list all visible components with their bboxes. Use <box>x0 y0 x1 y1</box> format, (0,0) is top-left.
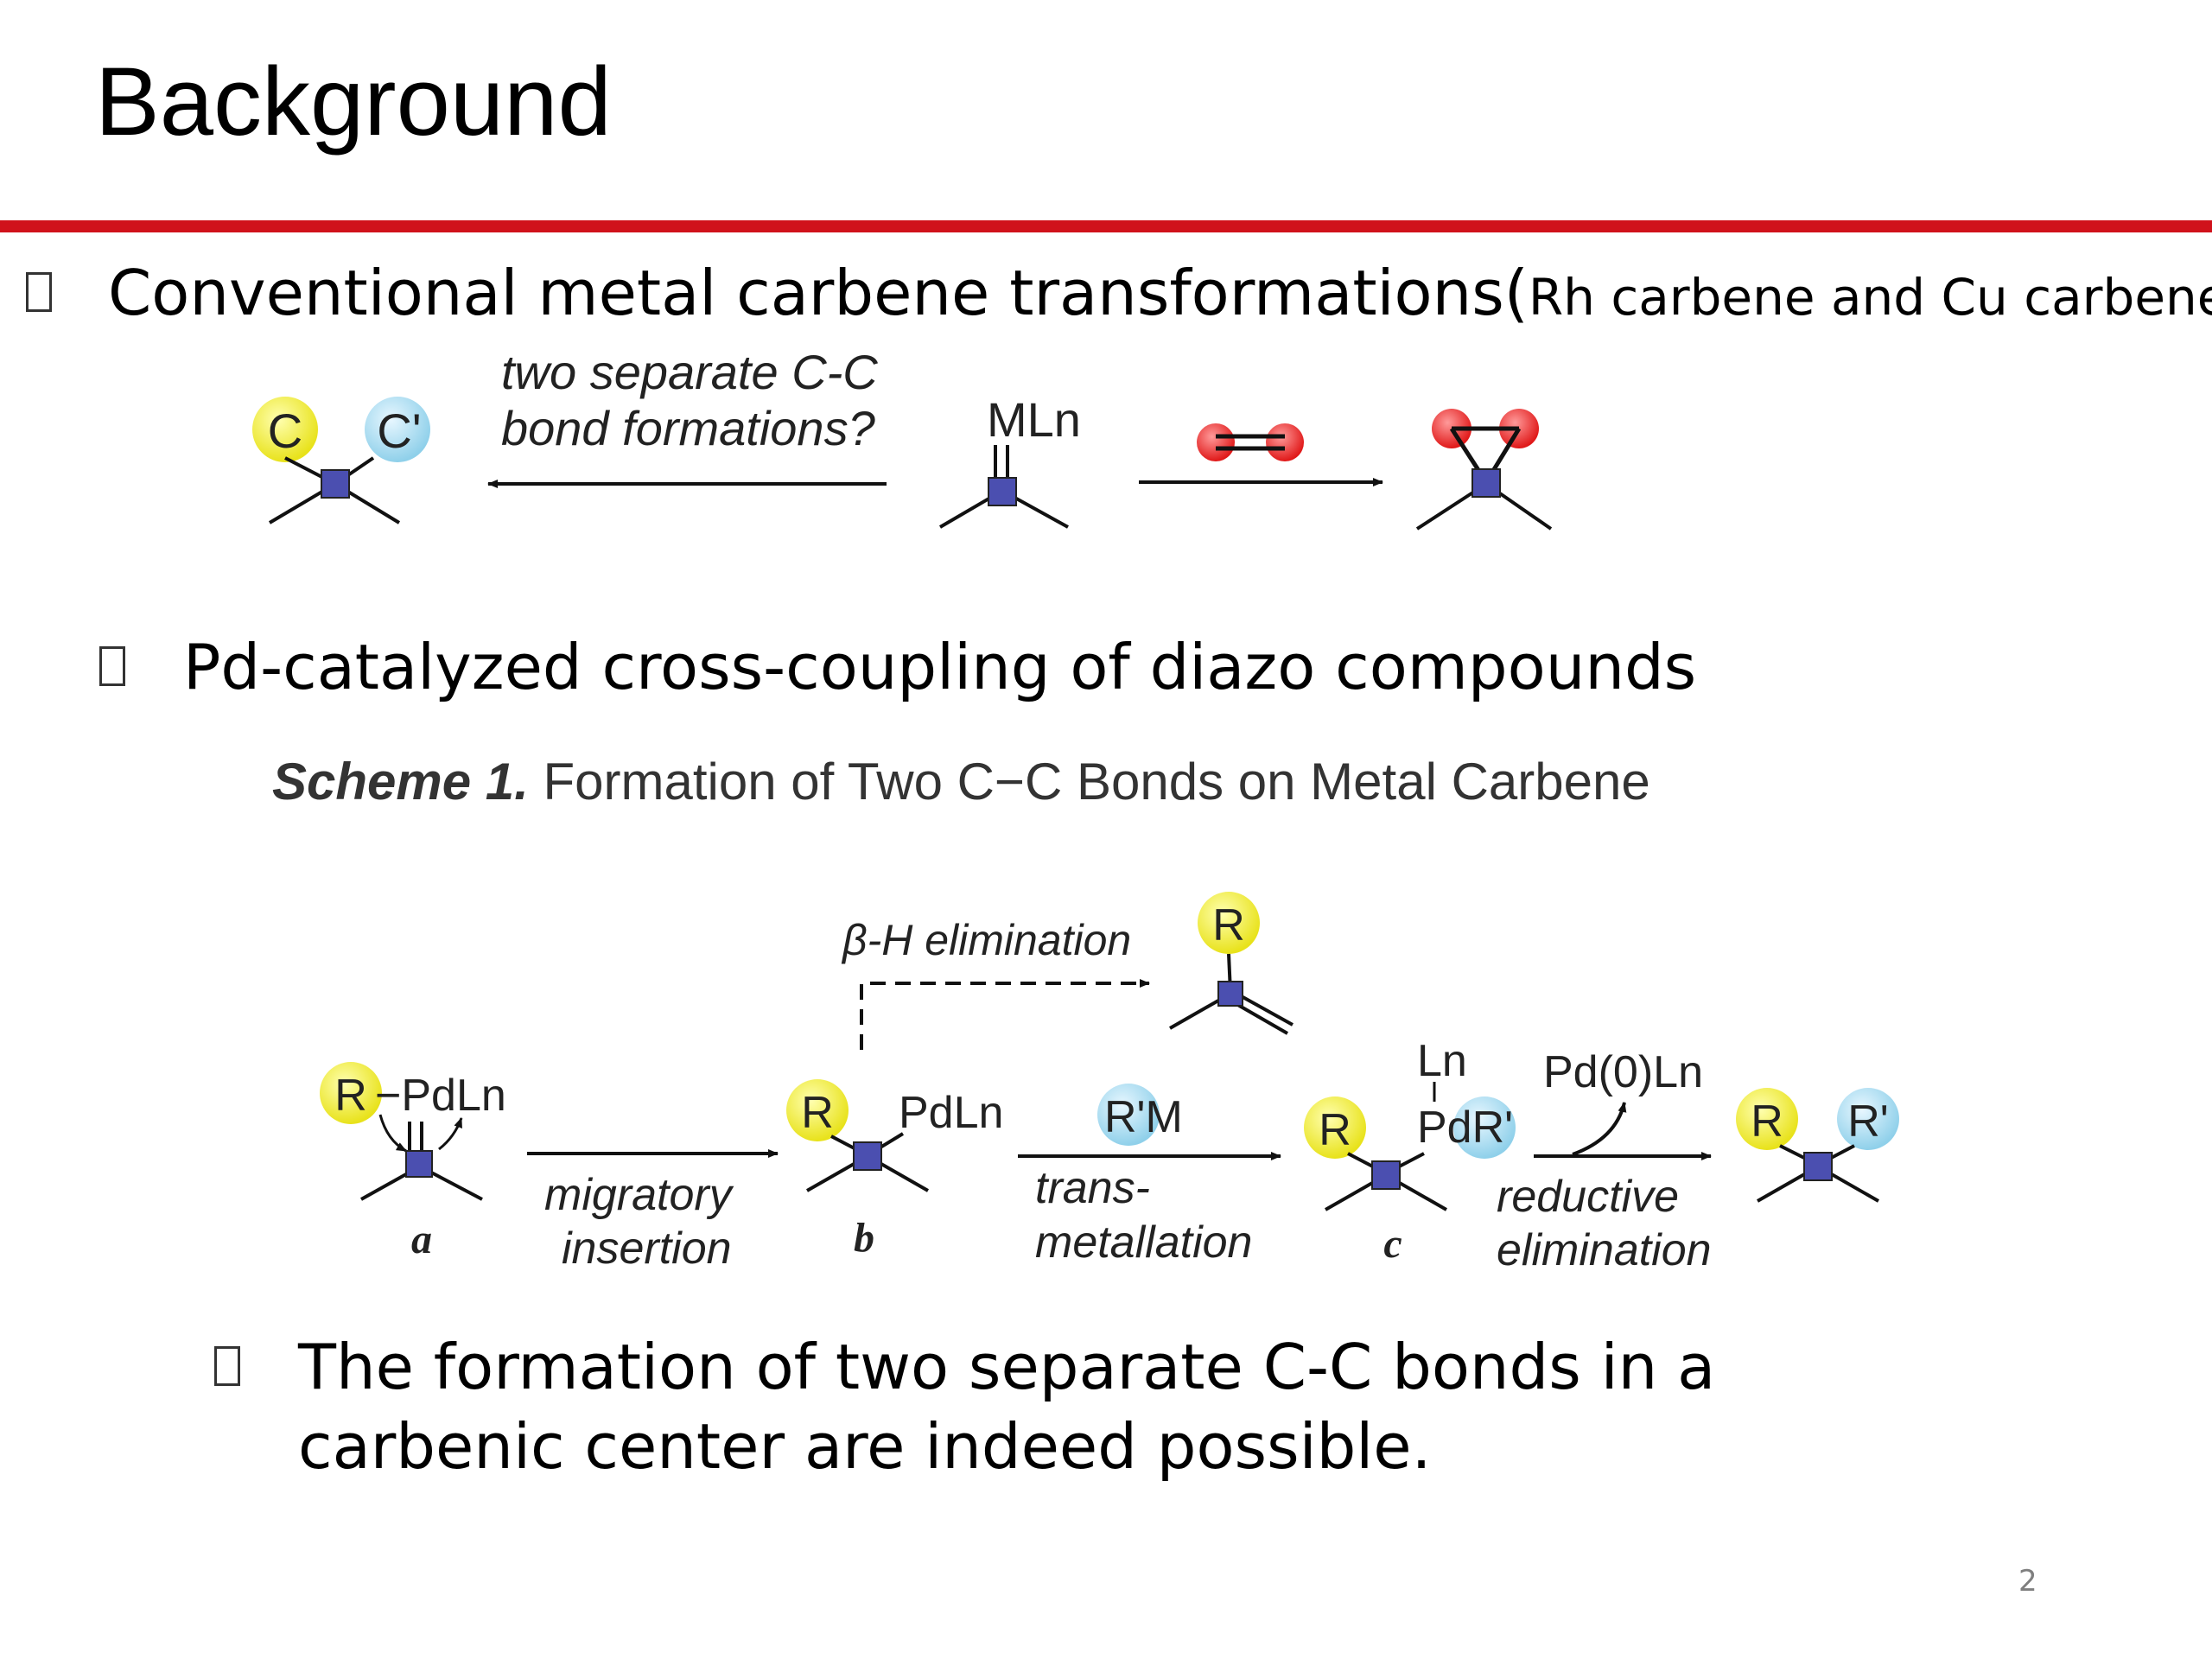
pd0-label: Pd(0)Ln <box>1543 1047 1703 1097</box>
step1-line2: insertion <box>562 1224 732 1274</box>
question-line2: bond formations? <box>501 401 875 455</box>
bullet-conclusion-line1: The formation of two separate C-C bonds … <box>298 1331 1716 1403</box>
r-prime-label: R' <box>1847 1096 1888 1147</box>
scheme-caption-bold: Scheme 1. <box>272 753 529 810</box>
intermediate-a-structure: R −PdLn a <box>320 1062 506 1262</box>
step3-line2: elimination <box>1497 1225 1712 1275</box>
label-c: c <box>1383 1221 1402 1267</box>
beta-elimination-arrow <box>860 979 1150 1050</box>
bullet-conventional-main: Conventional metal carbene transformatio… <box>108 257 1529 329</box>
bullet-conventional-detail: Rh carbene and Cu carbene <box>1528 268 2212 327</box>
bullet-conventional: Conventional metal carbene transformatio… <box>108 253 2212 333</box>
page-number: 2 <box>2018 1564 2037 1599</box>
cyclopropane-structure <box>1415 409 1553 531</box>
alkene-product-structure: R <box>1169 892 1294 1035</box>
c-prime-label: C' <box>377 404 421 458</box>
intermediate-c-structure: R Ln PdR' c <box>1304 1036 1516 1267</box>
pd0-release-arrow <box>1572 1102 1627 1156</box>
bullet-box-icon <box>26 272 52 312</box>
label-a: a <box>411 1217 432 1262</box>
carbon-center-icon <box>853 1141 882 1171</box>
step2-line1: trans- <box>1035 1163 1150 1213</box>
carbon-center-icon <box>1217 981 1243 1007</box>
carbon-center-icon <box>321 469 350 499</box>
bullet-pd-catalyzed: Pd-catalyzed cross-coupling of diazo com… <box>183 631 1697 703</box>
carbon-center-icon <box>1371 1160 1401 1190</box>
step2-line2: metallation <box>1035 1217 1252 1268</box>
rm-circle <box>1097 1084 1160 1146</box>
bullet-conclusion: The formation of two separate C-C bonds … <box>298 1327 1715 1486</box>
c-atom-circle <box>252 397 318 462</box>
carbon-center-icon <box>405 1150 433 1178</box>
c-prime-atom-circle <box>365 397 430 462</box>
r-label: R <box>1319 1105 1351 1155</box>
label-b: b <box>854 1215 874 1261</box>
r-label: R <box>334 1071 367 1121</box>
question-line1: two separate C-C <box>501 345 878 399</box>
ln-label: Ln <box>1417 1036 1467 1086</box>
bullet-box-icon <box>214 1346 240 1386</box>
r-label: R <box>801 1088 834 1138</box>
c-label: C <box>268 404 302 458</box>
final-product-structure: R R' <box>1736 1088 1899 1203</box>
r-label: R <box>1751 1096 1783 1147</box>
alkene-icon <box>1197 423 1304 461</box>
pdln-label: PdLn <box>899 1088 1003 1138</box>
slide-title: Background <box>95 48 612 156</box>
bullet-box-icon <box>99 646 125 686</box>
carbon-center-icon <box>988 477 1017 506</box>
metal-label: MLn <box>987 392 1081 447</box>
carbon-center-icon <box>1471 468 1501 498</box>
title-divider <box>0 220 2212 232</box>
cc-product-structure: C C' <box>252 397 430 524</box>
beta-h-label: β-H elimination <box>841 916 1131 964</box>
step1-line1: migratory <box>544 1170 734 1220</box>
step3-line1: reductive <box>1497 1172 1679 1222</box>
scheme-caption: Scheme 1. Formation of Two C−C Bonds on … <box>272 752 1650 811</box>
rm-label: R'M <box>1104 1092 1183 1142</box>
metal-carbene-structure: MLn <box>938 392 1081 529</box>
r-label: R <box>1212 900 1245 950</box>
pdln-label: −PdLn <box>375 1071 506 1121</box>
carbon-center-icon <box>1803 1152 1833 1181</box>
bullet-conclusion-line2: carbenic center are indeed possible. <box>298 1410 1432 1484</box>
scheme-caption-text: Formation of Two C−C Bonds on Metal Carb… <box>528 753 1650 810</box>
pdr-label: PdR' <box>1417 1103 1513 1153</box>
intermediate-b-structure: R PdLn b <box>786 1079 1003 1261</box>
